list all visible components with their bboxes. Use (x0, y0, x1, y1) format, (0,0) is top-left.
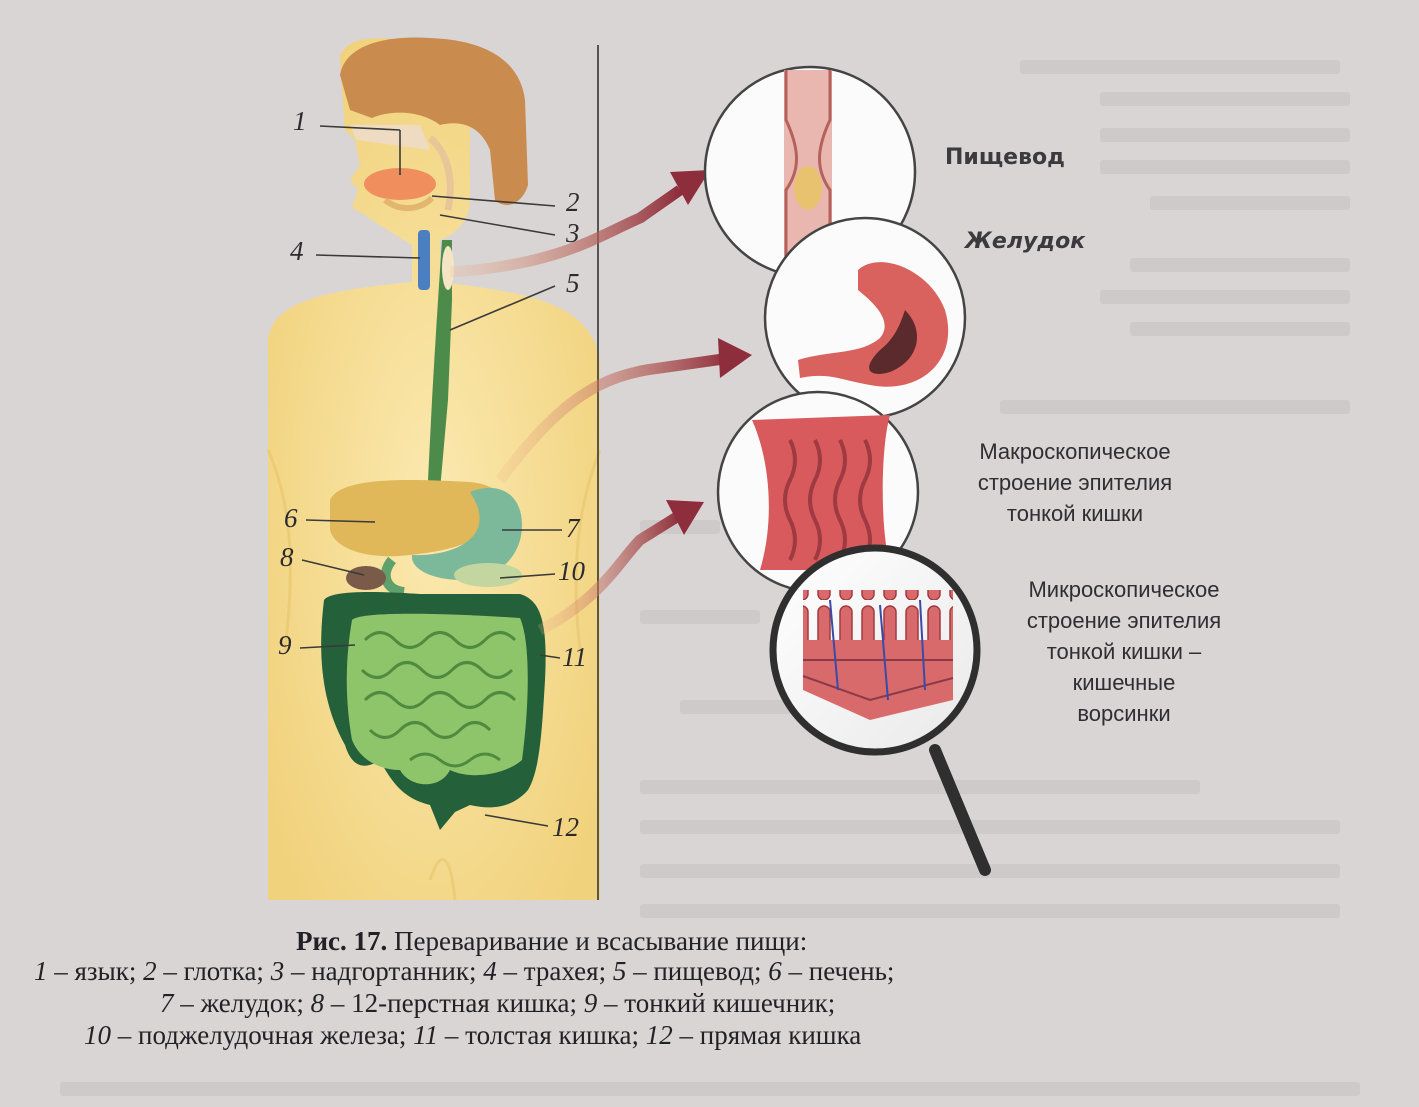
caption-item-number: 4 (483, 956, 497, 986)
label-5: 5 (566, 268, 580, 298)
caption-item-text: – 12-перстная кишка; (324, 988, 584, 1018)
stomach (411, 487, 522, 580)
caption-line-1: 1 – язык; 2 – глотка; 3 – надгортанник; … (34, 956, 894, 987)
caption-item-text: – язык; (47, 956, 144, 986)
caption-line-3: 10 – поджелудочная железа; 11 – толстая … (84, 1020, 861, 1051)
caption-line-2: 7 – желудок; 8 – 12-перстная кишка; 9 – … (160, 988, 835, 1019)
caption-item-number: 8 (310, 988, 325, 1018)
hair (340, 37, 528, 205)
caption-item-text: – толстая кишка; (438, 1020, 646, 1050)
label-4: 4 (290, 236, 304, 266)
macro-epithelium-inset (716, 390, 920, 594)
pancreas (454, 563, 522, 587)
caption-title: Рис. 17. Переваривание и всасывание пищи… (296, 926, 807, 957)
label-9: 9 (278, 630, 292, 660)
caption-item-number: 5 (612, 956, 627, 986)
label-7: 7 (566, 513, 580, 543)
caption-item-number: 7 (160, 988, 174, 1018)
arrows (449, 170, 752, 635)
leader-lines (299, 125, 562, 827)
caption-item-number: 9 (583, 988, 598, 1018)
magnifier-villi-inset (769, 544, 991, 876)
label-3: 3 (566, 218, 580, 248)
label-2: 2 (566, 187, 580, 217)
micro-line-5: ворсинки (1077, 701, 1171, 726)
macro-line-1: Макроскопическое (979, 439, 1171, 464)
duodenum (380, 556, 406, 597)
caption-figure-number: Рис. 17. (296, 926, 388, 956)
intestine-loops (360, 631, 517, 768)
macro-line-3: тонкой кишки (1006, 501, 1144, 526)
caption-item-text: – печень; (781, 956, 895, 986)
caption-item-text: – тонкий кишечник; (597, 988, 836, 1018)
caption-item-number: 6 (768, 956, 782, 986)
caption-item-text: – поджелудочная железа; (111, 1020, 414, 1050)
label-stomach: Желудок (965, 229, 1086, 254)
caption-item-text: – прямая кишка (672, 1020, 862, 1050)
caption-item-number: 12 (645, 1020, 673, 1050)
label-macro-structure: Макроскопическое строение эпителия тонко… (930, 436, 1220, 529)
micro-line-4: кишечные (1072, 670, 1176, 695)
caption-item-number: 2 (143, 956, 157, 986)
label-esophagus: Пищевод (945, 145, 1065, 170)
label-8: 8 (280, 542, 294, 572)
micro-line-3: тонкой кишки – (1046, 639, 1202, 664)
caption-item-text: – глотка; (156, 956, 271, 986)
caption-item-text: – надгортанник; (284, 956, 484, 986)
caption-title-text: Переваривание и всасывание пищи: (387, 926, 808, 956)
caption-item-number: 11 (413, 1020, 439, 1050)
label-6: 6 (284, 503, 298, 533)
label-11: 11 (562, 642, 587, 672)
caption-item-text: – трахея; (496, 956, 613, 986)
micro-line-2: строение эпителия (1026, 608, 1222, 633)
label-12: 12 (552, 812, 579, 842)
esophagus (428, 240, 452, 490)
label-micro-structure: Микроскопическое строение эпителия тонко… (978, 574, 1270, 729)
liver (330, 479, 503, 557)
caption-item-number: 1 (34, 956, 48, 986)
small-intestine (346, 613, 528, 785)
head-organs (350, 125, 454, 211)
caption-item-text: – пищевод; (626, 956, 769, 986)
caption-item-number: 3 (270, 956, 285, 986)
stomach-inset (763, 216, 967, 420)
caption-item-number: 10 (84, 1020, 111, 1050)
label-10: 10 (558, 556, 585, 586)
caption-item-text: – желудок; (173, 988, 311, 1018)
trachea (418, 230, 430, 290)
label-1: 1 (293, 106, 307, 136)
micro-line-1: Микроскопическое (1028, 577, 1220, 602)
macro-line-2: строение эпителия (977, 470, 1173, 495)
